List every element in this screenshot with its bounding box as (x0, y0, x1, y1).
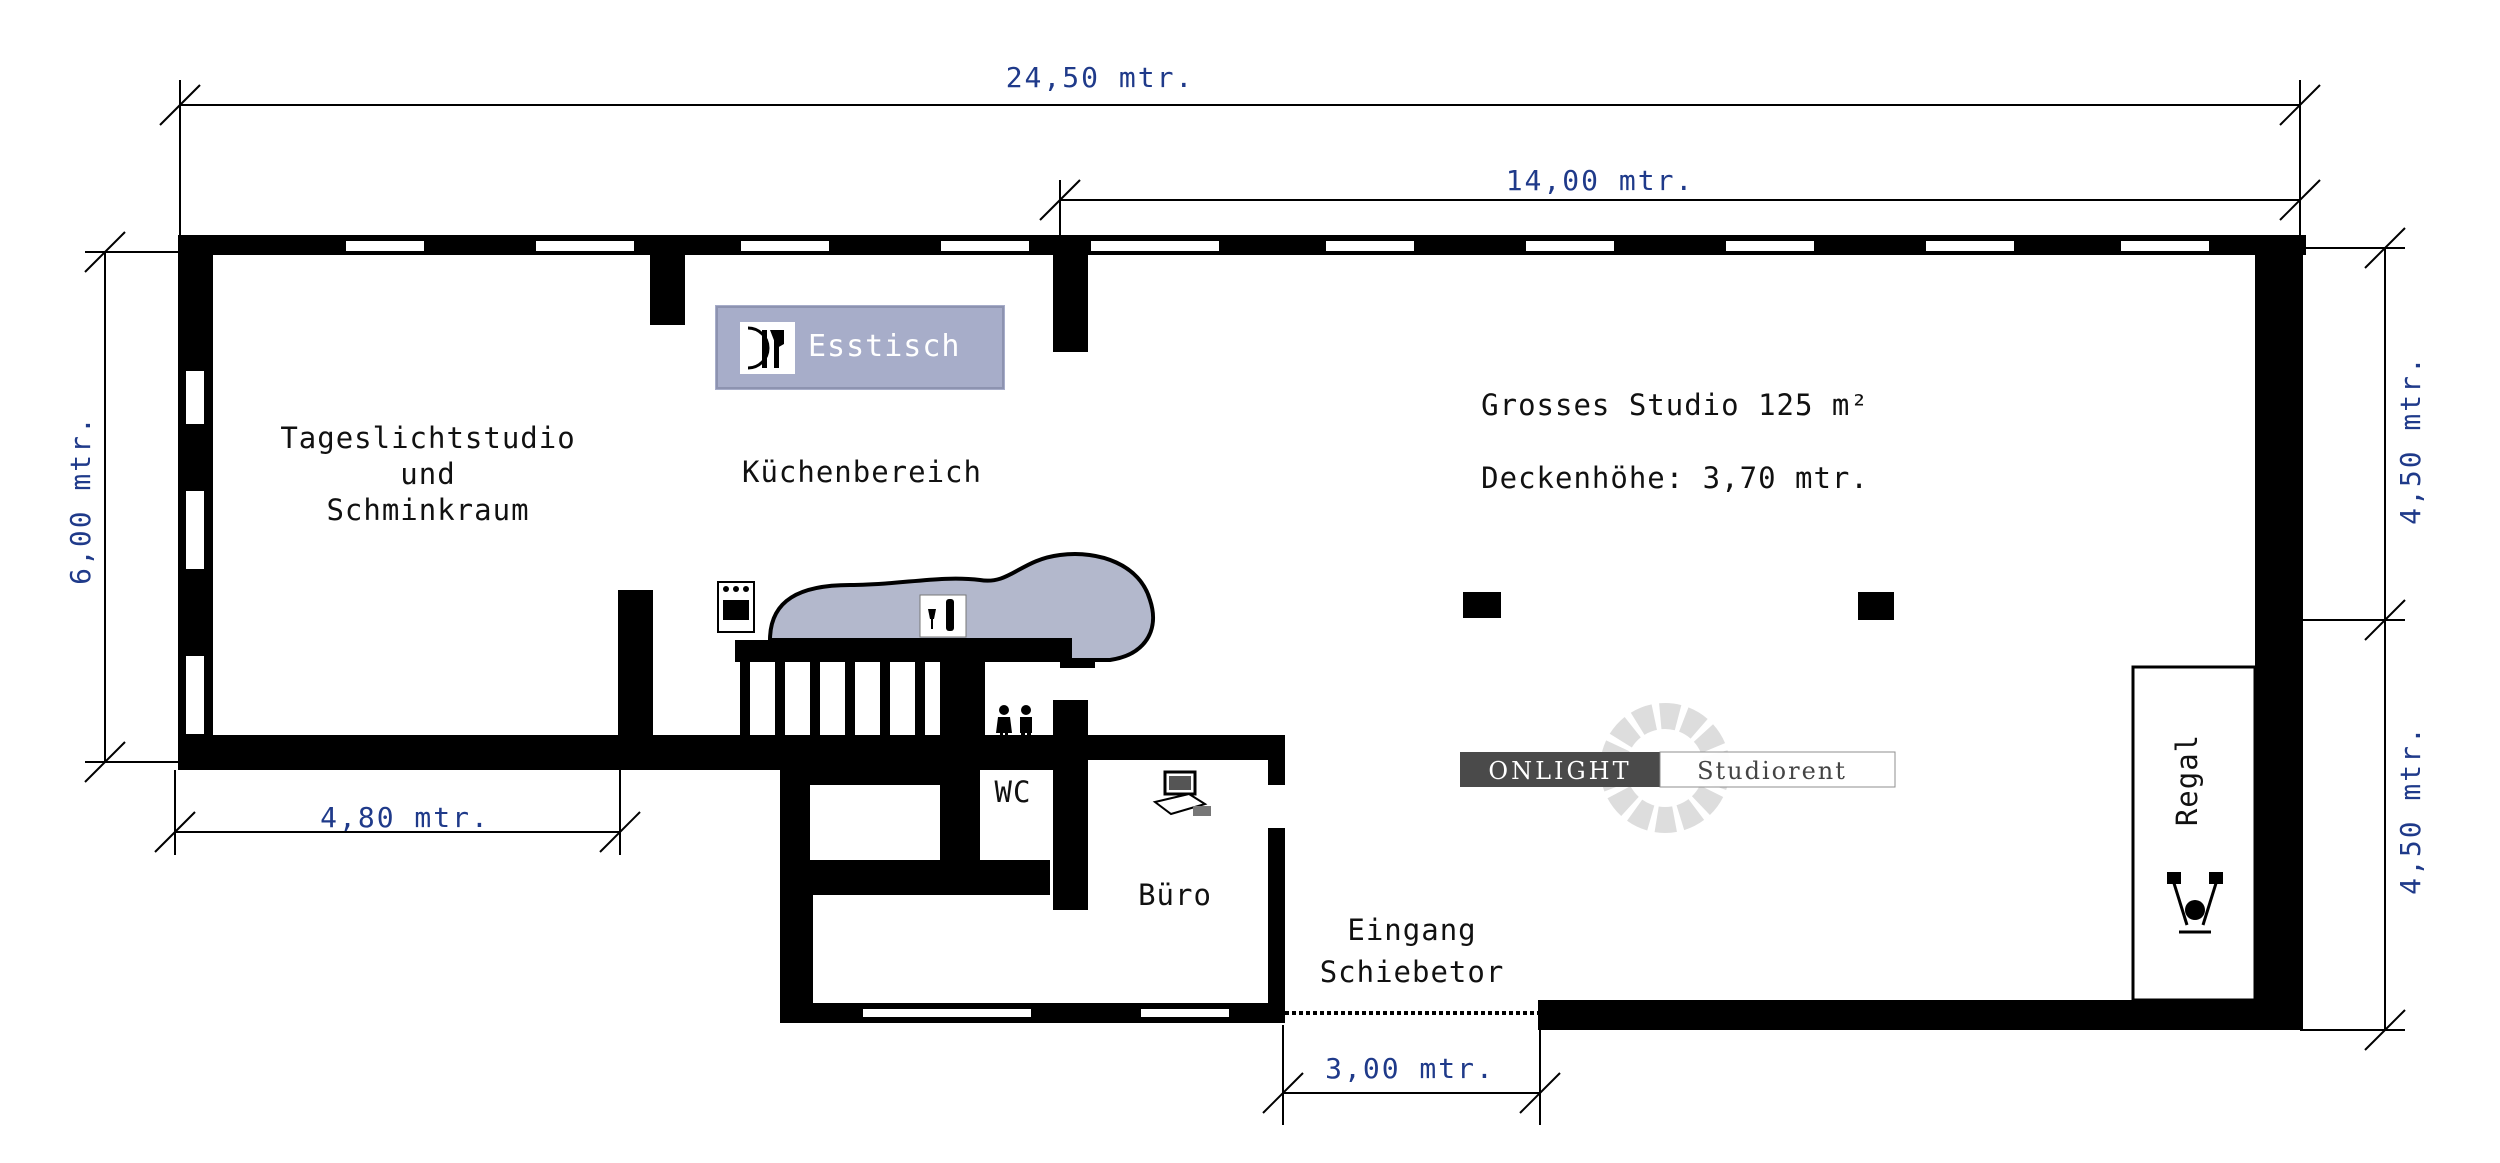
office-label: Büro (1138, 878, 1212, 912)
entrance-line1: Eingang (1347, 913, 1476, 947)
shelf-label: Regal (2170, 734, 2204, 826)
shelf-regal (2131, 665, 2257, 1002)
dim-total-width: 24,50 mtr. (1006, 61, 1195, 94)
dimension-lines (84, 80, 2406, 1125)
dim-room-width: 4,80 mtr. (320, 801, 490, 834)
studio-lights-icon (2167, 872, 2223, 934)
cutlery-icon (740, 322, 795, 374)
dim-right-upper: 4,50 mtr. (2394, 355, 2427, 525)
kitchen-label: Küchenbereich (742, 455, 982, 489)
computer-icon (1152, 770, 1211, 816)
dim-left-height: 6,00 mtr. (64, 415, 97, 585)
logo-tagline: Studiorent (1697, 757, 1847, 785)
dim-right-lower: 4,50 mtr. (2394, 725, 2427, 895)
daylight-studio-line2: und (400, 457, 455, 491)
studio-name: Grosses Studio 125 m² (1481, 388, 1869, 422)
walls (178, 235, 2306, 1030)
wine-icon (919, 594, 967, 638)
daylight-studio-line3: Schminkraum (326, 493, 529, 527)
daylight-studio-line1: Tageslichtstudio (280, 421, 575, 455)
onlight-logo: ONLIGHT Studiorent (1460, 703, 1896, 833)
wc-label: WC (995, 775, 1032, 809)
stove-icon (717, 581, 755, 633)
dining-table-label: Esstisch (808, 329, 961, 364)
logo-brand: ONLIGHT (1488, 757, 1631, 785)
logo-brand-box (1460, 752, 1660, 787)
toilet-icon (996, 705, 1032, 745)
entrance-line2: Schiebetor (1320, 955, 1505, 989)
dim-door-width: 3,00 mtr. (1325, 1052, 1495, 1085)
dim-studio-width: 14,00 mtr. (1506, 164, 1695, 197)
ceiling-height: Deckenhöhe: 3,70 mtr. (1481, 461, 1869, 495)
